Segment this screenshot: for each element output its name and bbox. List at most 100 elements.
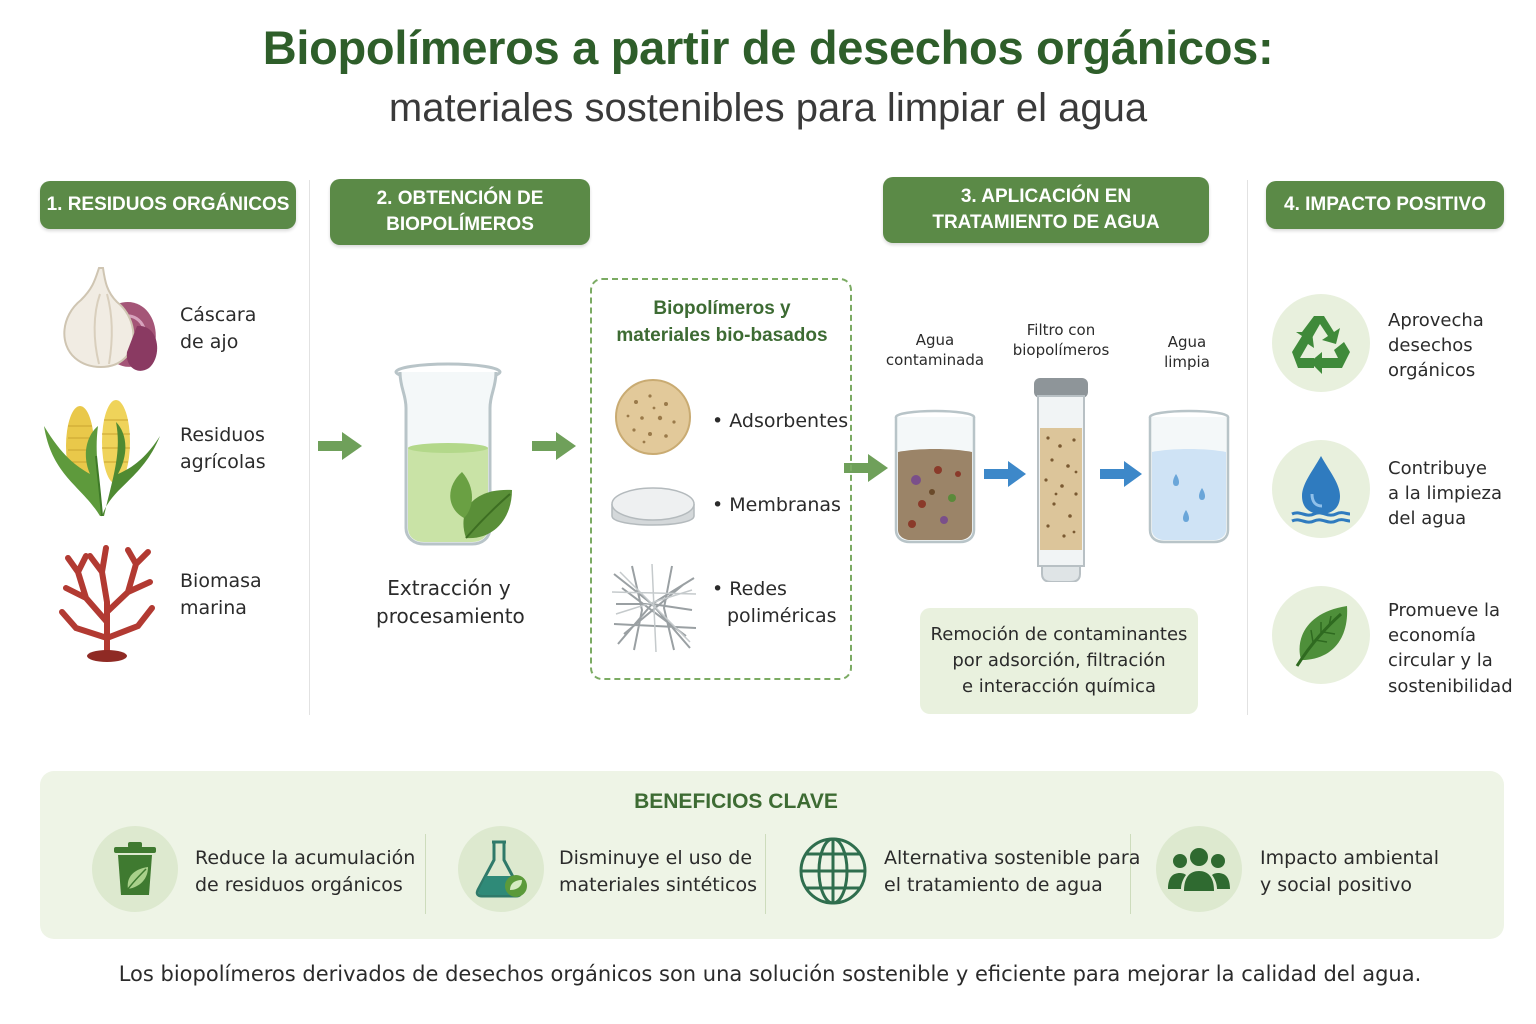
residue-line: marina — [180, 596, 247, 619]
flask-leaf-icon — [475, 840, 527, 898]
water-drop-icon-circle — [1272, 440, 1370, 538]
residue-line: Residuos — [180, 424, 265, 446]
benefit-synthetic-label: Disminuye el uso de materiales sintético… — [559, 845, 757, 898]
impact-line: orgánicos — [1388, 360, 1476, 382]
residue-line: de ajo — [180, 330, 239, 353]
stage-line: contaminada — [885, 351, 985, 370]
stage-filter-label: Filtro con biopolímeros — [1000, 320, 1122, 361]
biomaterial-line: poliméricas — [727, 604, 837, 627]
residue-garlic-label: Cáscara de ajo — [180, 302, 256, 355]
footer-statement: Los biopolímeros derivados de desechos o… — [118, 962, 1422, 986]
stage-line: Agua — [1167, 333, 1207, 351]
step-3-label-line1: 3. APLICACIÓN EN — [960, 186, 1132, 208]
page-title: Biopolímeros a partir de desechos orgáni… — [262, 21, 1274, 74]
benefit-line: el tratamiento de agua — [884, 873, 1103, 896]
step-1-label: 1. RESIDUOS ORGÁNICOS — [46, 194, 290, 216]
trash-bin-leaf-icon — [114, 842, 156, 895]
stage-line: biopolímeros — [1012, 341, 1110, 360]
impact-water-label: Contribuye a la limpieza del agua — [1388, 456, 1502, 532]
step-2-header: 2. OBTENCIÓN DE BIOPOLÍMEROS — [330, 179, 590, 245]
people-icon — [1168, 848, 1230, 891]
step-1-header: 1. RESIDUOS ORGÁNICOS — [40, 181, 296, 229]
arrow-right-icon — [532, 432, 576, 460]
benefit-impact-label: Impacto ambiental y social positivo — [1260, 845, 1439, 898]
arrow-right-icon — [844, 454, 888, 482]
removal-description-box: Remoción de contaminantes por adsorción,… — [920, 608, 1198, 714]
residue-agricultural-label: Residuos agrícolas — [180, 422, 266, 475]
step-2-label-line2: BIOPOLÍMEROS — [386, 214, 534, 235]
extraction-label: Extracción y procesamiento — [376, 574, 525, 630]
arrow-right-icon — [984, 461, 1026, 487]
polymer-network-icon — [612, 564, 696, 652]
biomaterial-networks-label: • Redes poliméricas — [712, 576, 837, 629]
biopolymer-filter-icon — [1034, 378, 1088, 582]
stage-contaminated-label: Agua contaminada — [880, 330, 990, 371]
benefits-panel — [40, 771, 1504, 939]
removal-line: por adsorción, filtración — [952, 650, 1166, 672]
residue-line: Biomasa — [180, 570, 262, 592]
extraction-line: Extracción y — [387, 576, 511, 600]
step-2-label-line1: 2. OBTENCIÓN DE — [376, 188, 544, 210]
trash-bin-icon-circle — [92, 826, 178, 912]
residue-line: Cáscara — [180, 304, 257, 326]
benefits-divider — [1130, 834, 1131, 914]
impact-line: Contribuye — [1388, 458, 1488, 479]
leaf-icon-circle — [1272, 586, 1370, 684]
beaker-leaf-icon — [394, 362, 512, 546]
benefits-divider — [765, 834, 766, 914]
biomaterial-adsorbents-label: • Adsorbentes — [712, 408, 848, 435]
impact-line: desechos — [1388, 335, 1473, 357]
seaweed-icon — [59, 545, 155, 662]
biomaterials-box — [590, 278, 852, 680]
benefits-title: BENEFICIOS CLAVE — [634, 790, 838, 813]
page-subtitle: materiales sostenibles para limpiar el a… — [388, 86, 1148, 130]
extraction-line: procesamiento — [376, 604, 525, 628]
corn-icon — [44, 400, 160, 517]
benefit-line: Alternativa sostenible para — [884, 847, 1141, 869]
biomaterial-membranes-label: • Membranas — [712, 492, 841, 519]
biomaterial-line: • Membranas — [712, 494, 841, 516]
arrow-right-icon — [318, 432, 362, 460]
residue-marine-label: Biomasa marina — [180, 568, 262, 621]
people-icon-circle — [1156, 826, 1242, 912]
clean-water-beaker-icon — [1148, 409, 1230, 544]
step-4-label: 4. IMPACTO POSITIVO — [1284, 194, 1486, 216]
removal-line: Remoción de contaminantes — [930, 624, 1188, 645]
arrow-right-icon — [1100, 461, 1142, 487]
recycle-icon — [1292, 316, 1350, 374]
biomaterials-title: Biopolímeros y materiales bio-basados — [600, 296, 844, 349]
impact-line: Aprovecha — [1388, 310, 1484, 331]
benefit-line: Disminuye el uso de — [559, 847, 753, 869]
stage-clean-label: Agua limpia — [1140, 332, 1234, 373]
impact-line: del agua — [1388, 508, 1467, 530]
removal-line: e interacción química — [961, 676, 1156, 698]
step-3-label-line2: TRATAMIENTO DE AGUA — [932, 212, 1160, 233]
biomaterial-line: • Redes — [712, 578, 787, 600]
impact-line: a la limpieza — [1388, 483, 1503, 505]
flask-icon-circle — [458, 826, 544, 912]
step-3-header: 3. APLICACIÓN EN TRATAMIENTO DE AGUA — [883, 177, 1209, 243]
impact-line: economía — [1388, 625, 1476, 647]
benefit-line: y social positivo — [1260, 873, 1412, 896]
impact-line: sostenibilidad — [1388, 675, 1513, 697]
impact-line: Promueve la — [1388, 600, 1501, 621]
water-drop-icon — [1291, 456, 1351, 524]
stage-line: Agua — [915, 331, 955, 349]
benefit-line: materiales sintéticos — [559, 873, 757, 896]
benefit-line: Impacto ambiental — [1260, 847, 1439, 869]
benefit-line: de residuos orgánicos — [195, 873, 403, 896]
benefit-alternative-label: Alternativa sostenible para el tratamien… — [884, 845, 1140, 898]
impact-waste-label: Aprovecha desechos orgánicos — [1388, 308, 1484, 384]
adsorbent-bead-icon — [615, 379, 691, 455]
stage-line: limpia — [1164, 353, 1210, 372]
step-4-header: 4. IMPACTO POSITIVO — [1266, 181, 1504, 229]
membrane-disc-icon — [611, 487, 695, 526]
benefit-waste-label: Reduce la acumulación de residuos orgáni… — [195, 845, 415, 898]
impact-line: circular y la — [1388, 650, 1493, 672]
globe-icon — [799, 837, 867, 905]
garlic-icon — [63, 267, 158, 371]
benefit-line: Reduce la acumulación — [195, 847, 416, 869]
biomaterials-title-line: materiales bio-basados — [616, 324, 828, 346]
stage-line: Filtro con — [1026, 321, 1096, 339]
column-divider — [309, 180, 310, 715]
